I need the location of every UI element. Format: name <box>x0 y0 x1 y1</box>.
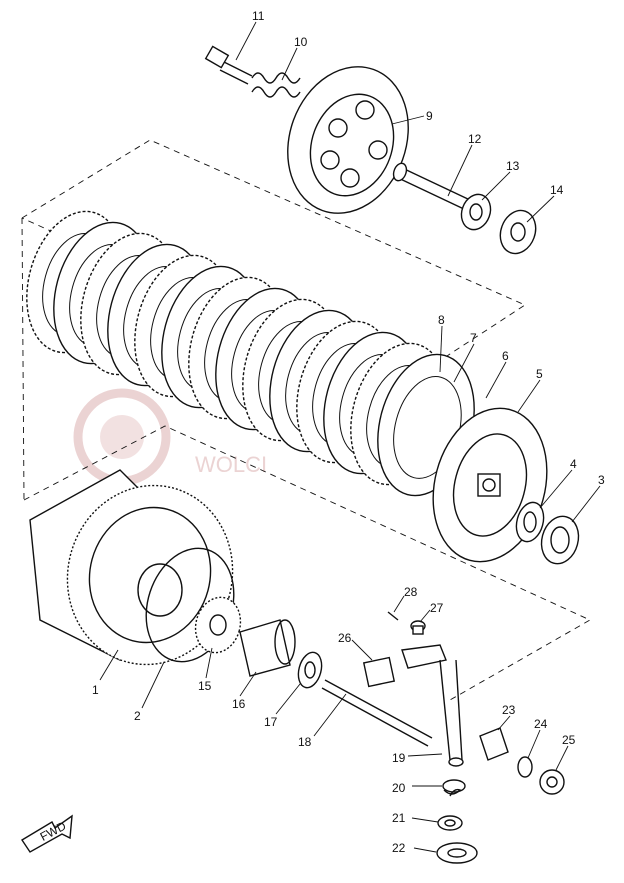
callout-18: 18 <box>298 735 312 749</box>
callout-5: 5 <box>536 367 543 381</box>
callout-28: 28 <box>404 585 418 599</box>
callout-26: 26 <box>338 631 352 645</box>
clutch-plate-stack <box>26 210 475 497</box>
nut-25 <box>539 769 565 795</box>
lower-assembly-box <box>23 425 591 701</box>
fwd-arrow-icon: FWD <box>21 814 73 853</box>
callout-13: 13 <box>506 159 520 173</box>
thrust-washer-4 <box>515 501 545 543</box>
assembly-box-edge <box>21 217 25 501</box>
callout-16: 16 <box>232 697 246 711</box>
callout-21: 21 <box>392 811 406 825</box>
push-rod <box>392 162 471 211</box>
spacer-16 <box>239 619 296 677</box>
clutch-spring <box>251 72 301 98</box>
spacer-gear-15 <box>194 596 242 654</box>
push-lever-shaft <box>401 644 464 767</box>
oil-seal-22 <box>436 842 478 864</box>
callout-12: 12 <box>468 132 482 146</box>
washer-17 <box>297 651 323 689</box>
callout-14: 14 <box>550 183 564 197</box>
callout-7: 7 <box>470 331 477 345</box>
primary-driven-gear-housing <box>29 469 234 666</box>
callout-27: 27 <box>430 601 444 615</box>
callout-4: 4 <box>570 457 577 471</box>
callout-8: 8 <box>438 313 445 327</box>
callout-6: 6 <box>502 349 509 363</box>
pressure-plate <box>287 66 409 214</box>
callout-20: 20 <box>392 781 406 795</box>
clutch-bolt <box>204 45 253 85</box>
adjust-screw-23 <box>479 727 509 761</box>
callout-15: 15 <box>198 679 212 693</box>
watermark-logo-core <box>100 415 144 459</box>
callout-22: 22 <box>392 841 406 855</box>
callout-11: 11 <box>252 9 265 23</box>
plug-27 <box>410 620 426 635</box>
pin-28 <box>387 611 399 621</box>
callout-25: 25 <box>562 733 576 747</box>
adjust-block-26 <box>362 656 396 688</box>
callout-2: 2 <box>134 709 141 723</box>
washer-24 <box>517 756 533 778</box>
callout-3: 3 <box>598 473 605 487</box>
callout-23: 23 <box>502 703 516 717</box>
callout-24: 24 <box>534 717 548 731</box>
push-rod-18 <box>321 679 433 747</box>
lock-nut <box>460 193 492 231</box>
callout-10: 10 <box>294 35 308 49</box>
callout-19: 19 <box>392 751 406 765</box>
washer-21 <box>437 815 463 831</box>
lock-washer <box>499 209 537 255</box>
callout-9: 9 <box>426 109 433 123</box>
callout-1: 1 <box>92 683 99 697</box>
thrust-washer-3 <box>540 515 580 565</box>
callout-17: 17 <box>264 715 278 729</box>
callout-labels: 11 10 9 12 13 14 8 7 6 5 4 3 1 2 15 16 1… <box>92 9 605 855</box>
leader-lines <box>99 21 601 853</box>
spring-20 <box>442 779 466 797</box>
